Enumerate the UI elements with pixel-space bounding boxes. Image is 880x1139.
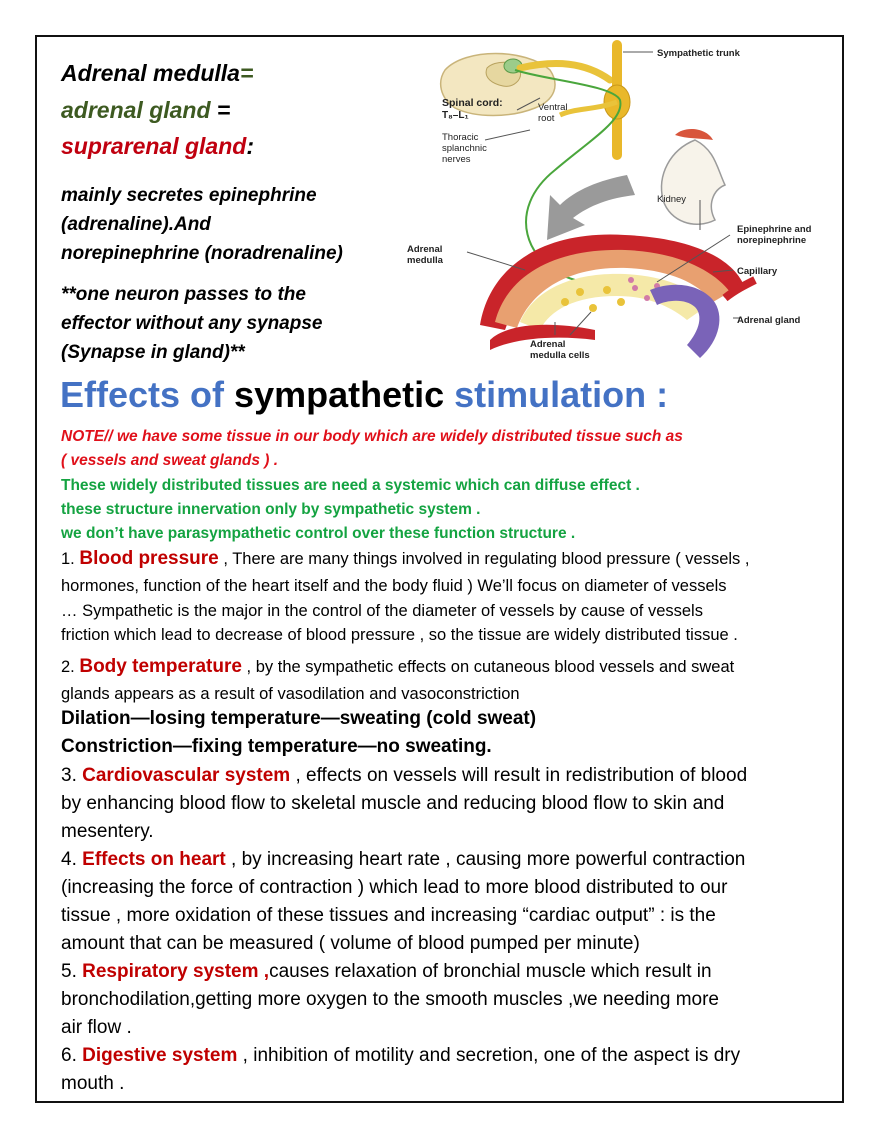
item-2-line-1: 2. Body temperature , by the sympathetic… (61, 654, 734, 680)
note-green-line-2: these structure innervation only by symp… (61, 501, 481, 518)
colon: : (246, 133, 254, 159)
item-1-line-3: … Sympathetic is the major in the contro… (61, 602, 703, 620)
intro-secretes-line-2: (adrenaline).And (61, 214, 211, 235)
label-thoracic-1: Thoracic (442, 132, 479, 143)
label-epinephrine-1: Epinephrine and (737, 224, 812, 235)
item-2-text: , by the sympathetic effects on cutaneou… (241, 658, 735, 676)
ventral-root-nerve (516, 60, 614, 84)
intro-secretes-line-1: mainly secretes epinephrine (61, 185, 317, 206)
item-1-heading: Blood pressure (79, 548, 219, 569)
item-4-heading: Effects on heart (82, 849, 226, 870)
item-5-line-1: 5. Respiratory system ,causes relaxation… (61, 958, 712, 986)
item-number: 1. (61, 550, 75, 568)
item-number: 6. (61, 1045, 77, 1066)
section-title-part-3: stimulation : (454, 374, 669, 415)
item-3-text: , effects on vessels will result in redi… (290, 765, 748, 786)
adrenal-vein (722, 276, 757, 302)
label-ventral-root-2: root (538, 113, 555, 124)
kidney-illustration (660, 128, 727, 225)
label-adrenal-medulla-2: medulla (407, 255, 444, 266)
label-thoracic-3: nerves (442, 154, 471, 165)
zoom-arrow (547, 175, 635, 240)
header-line-2: adrenal gland = (61, 97, 230, 124)
note-line-1: NOTE// we have some tissue in our body w… (61, 428, 683, 445)
item-4-line-2: (increasing the force of contraction ) w… (61, 877, 728, 898)
item-4-text: , by increasing heart rate , causing mor… (225, 849, 746, 870)
label-medulla-cells-2: medulla cells (530, 350, 590, 361)
label-spinal-range: T₈–L₁ (442, 110, 469, 121)
label-spinal-cord: Spinal cord: (442, 97, 503, 109)
equals-sign: = (210, 97, 231, 123)
item-5-text: causes relaxation of bronchial muscle wh… (269, 961, 712, 982)
item-2-dilation-line: Dilation—losing temperature—sweating (co… (61, 708, 537, 729)
suprarenal-gland-term: suprarenal gland (61, 133, 247, 159)
item-5-line-3: air flow . (61, 1017, 132, 1038)
page-border (35, 35, 844, 1103)
preganglionic-nerve-fiber (514, 69, 622, 281)
item-6-line-1: 6. Digestive system , inhibition of moti… (61, 1042, 740, 1070)
item-3-line-3: mesentery. (61, 821, 154, 842)
item-number: 2. (61, 658, 75, 676)
section-title: Effects of sympathetic stimulation : (60, 374, 668, 416)
item-6-text: , inhibition of motility and secretion, … (237, 1045, 741, 1066)
intro-neuron-line-2: effector without any synapse (61, 313, 323, 334)
item-6-line-2: mouth . (61, 1073, 125, 1094)
label-ventral-root-1: Ventral (538, 102, 568, 113)
adrenal-medulla-term: Adrenal medulla (61, 60, 240, 86)
intro-secretes-line-3: norepinephrine (noradrenaline) (61, 243, 343, 264)
item-5-line-2: bronchodilation,getting more oxygen to t… (61, 989, 719, 1010)
item-number: 3. (61, 765, 77, 786)
item-4-line-3: tissue , more oxidation of these tissues… (61, 905, 716, 926)
splanchnic-branch (558, 99, 618, 118)
item-1-line-1: 1. Blood pressure , There are many thing… (61, 546, 749, 572)
intro-neuron-line-1: **one neuron passes to the (61, 284, 306, 305)
label-adrenal-medulla-1: Adrenal (407, 244, 442, 255)
item-3-heading: Cardiovascular system (82, 765, 291, 786)
note-green-line-1: These widely distributed tissues are nee… (61, 477, 640, 494)
label-medulla-cells-1: Adrenal (530, 339, 565, 350)
item-1-text: , There are many things involved in regu… (218, 550, 750, 568)
item-2-heading: Body temperature (79, 656, 242, 677)
label-sympathetic-trunk: Sympathetic trunk (657, 48, 741, 59)
item-number: 5. (61, 961, 77, 982)
label-adrenal-gland: Adrenal gland (737, 315, 801, 326)
item-5-heading: Respiratory system , (82, 961, 270, 982)
label-thoracic-2: splanchnic (442, 143, 487, 154)
item-2-constriction-line: Constriction—fixing temperature—no sweat… (61, 736, 492, 757)
label-epinephrine-2: norepinephrine (737, 235, 806, 246)
item-6-heading: Digestive system (82, 1045, 238, 1066)
item-2-line-2: glands appears as a result of vasodilati… (61, 685, 520, 703)
equals-sign: = (239, 60, 254, 86)
section-title-part-1: Effects of (60, 374, 225, 415)
header-line-3: suprarenal gland: (61, 133, 254, 160)
label-kidney: Kidney (657, 194, 686, 205)
item-4-line-1: 4. Effects on heart , by increasing hear… (61, 846, 745, 874)
item-number: 4. (61, 849, 77, 870)
item-1-line-2: hormones, function of the heart itself a… (61, 577, 727, 595)
header-line-1: Adrenal medulla= (61, 60, 253, 87)
note-green-line-3: we don’t have parasympathetic control ov… (61, 525, 576, 542)
adrenal-gland-term: adrenal gland (61, 97, 211, 123)
item-3-line-1: 3. Cardiovascular system , effects on ve… (61, 762, 747, 790)
section-title-part-2: sympathetic (234, 374, 445, 415)
intro-neuron-line-3: (Synapse in gland)** (61, 342, 245, 363)
item-3-line-2: by enhancing blood flow to skeletal musc… (61, 793, 725, 814)
item-1-line-4: friction which lead to decrease of blood… (61, 626, 738, 644)
label-capillary: Capillary (737, 266, 778, 277)
note-line-2: ( vessels and sweat glands ) . (61, 452, 279, 469)
capillary-vessel (650, 284, 720, 358)
item-4-line-4: amount that can be measured ( volume of … (61, 933, 640, 954)
adrenal-innervation-figure: Sympathetic trunk Spinal cord: T₈–L₁ Ven… (407, 40, 812, 361)
